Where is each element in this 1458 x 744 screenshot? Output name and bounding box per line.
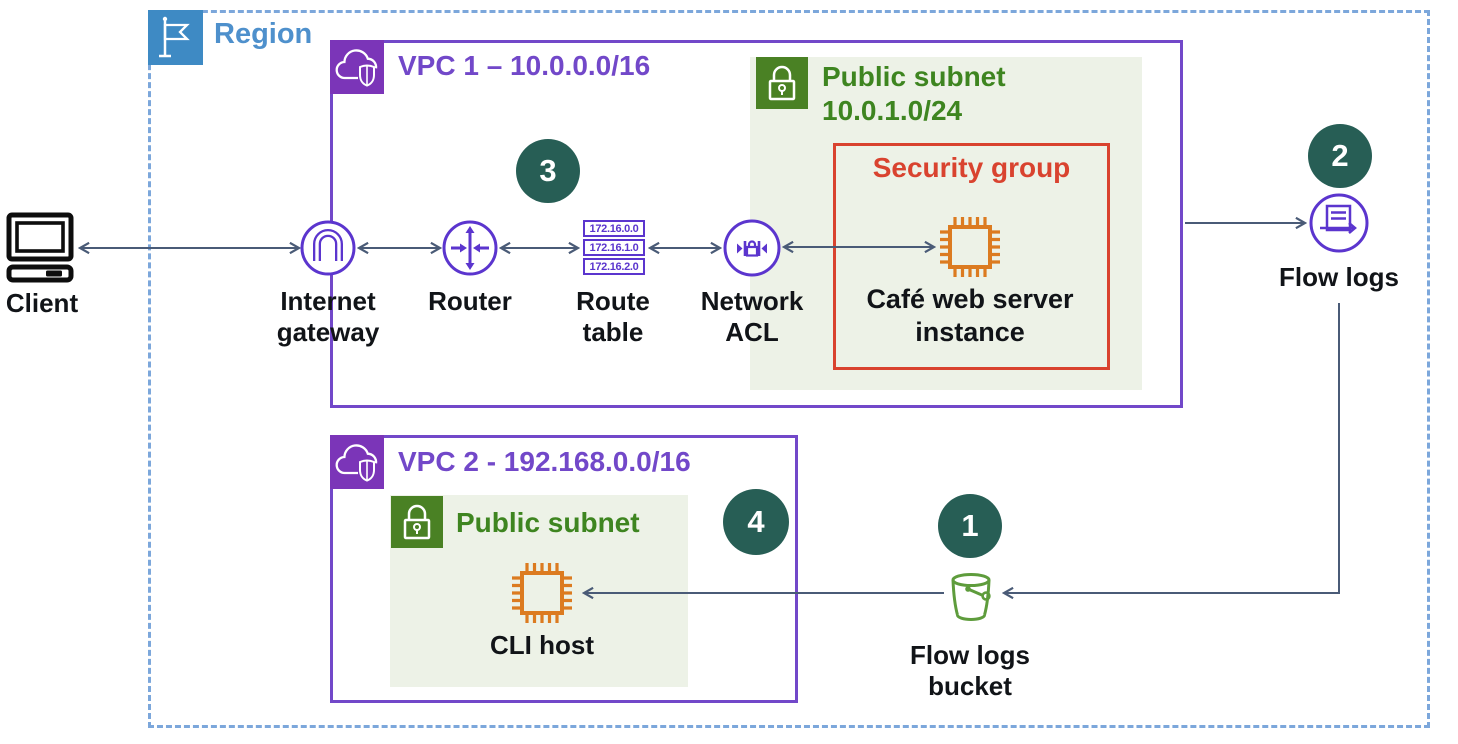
lock-icon [768, 65, 796, 101]
vpc-cloud-icon [335, 444, 378, 482]
region-label: Region [214, 18, 313, 50]
subnet1-icon [756, 57, 808, 109]
step-badge-4: 4 [723, 489, 789, 555]
region-boundary [148, 10, 1430, 728]
client-icon [6, 212, 74, 283]
step-badge-2: 2 [1308, 124, 1372, 188]
router-icon [442, 220, 498, 276]
flow-logs-bucket-label: Flow logs bucket [910, 640, 1030, 701]
vpc1-label: VPC 1 – 10.0.0.0/16 [398, 50, 651, 81]
route-table-entry: 172.16.1.0 [583, 239, 645, 256]
vpc2-label: VPC 2 - 192.168.0.0/16 [398, 446, 691, 477]
cli-host-icon [512, 563, 572, 623]
cafe-web-server-instance-icon [940, 217, 1000, 277]
step-badge-3: 3 [516, 139, 580, 203]
vpc2-icon [330, 435, 384, 489]
security-group-label: Security group [872, 152, 1071, 183]
region-icon [148, 10, 203, 65]
route-table-icon: 172.16.0.0 172.16.1.0 172.16.2.0 [583, 220, 645, 277]
step-badge-1: 1 [938, 494, 1002, 558]
client-label: Client [5, 288, 79, 318]
cli-host-label: CLI host [490, 630, 594, 660]
subnet1-label-line1: Public subnet [822, 61, 1006, 92]
flow-logs-label: Flow logs [1279, 262, 1399, 292]
subnet1-label-line2: 10.0.1.0/24 [822, 95, 963, 126]
route-table-entry: 172.16.2.0 [583, 258, 645, 275]
vpc2-boundary [330, 435, 798, 703]
internet-gateway-label: Internet gateway [276, 286, 380, 347]
route-table-entry: 172.16.0.0 [583, 220, 645, 237]
flow-logs-icon [1309, 193, 1369, 253]
subnet2-label: Public subnet [456, 507, 640, 538]
network-acl-label: Network ACL [700, 286, 804, 347]
flow-logs-bucket-icon [951, 573, 991, 621]
cafe-web-server-label: Café web server instance [866, 284, 1074, 347]
internet-gateway-icon [300, 220, 356, 276]
network-acl-icon [723, 219, 781, 277]
route-table-label: Route table [576, 286, 650, 347]
vpc1-icon [330, 40, 384, 94]
security-group-boundary [833, 143, 1110, 370]
subnet1-label: Public subnet 10.0.1.0/24 [822, 60, 1006, 128]
flag-icon [159, 16, 190, 58]
vpc-cloud-icon [335, 49, 378, 87]
router-label: Router [428, 286, 512, 316]
public-subnet1-area [750, 57, 1142, 390]
lock-icon [403, 504, 431, 540]
subnet2-icon [391, 496, 443, 548]
